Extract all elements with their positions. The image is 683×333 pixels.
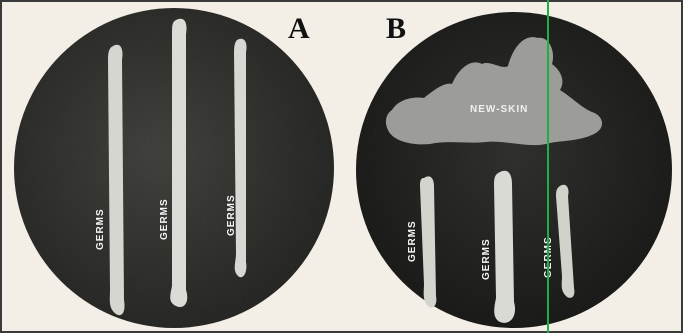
panel-letter-a: A (288, 12, 310, 45)
germs-label: GERMS (481, 238, 492, 280)
germ-streak (234, 39, 247, 277)
germs-label: GERMS (159, 198, 170, 240)
dish-a: GERMS GERMS GERMS (14, 8, 334, 328)
germs-label: GERMS (226, 194, 237, 236)
germ-streak (494, 171, 515, 323)
germ-streak (108, 45, 125, 315)
panel-letter-b: B (386, 12, 406, 45)
germ-streak (170, 19, 187, 307)
germs-label: GERMS (407, 220, 418, 262)
new-skin-label: NEW-SKIN (470, 104, 528, 115)
germs-label: GERMS (95, 208, 106, 250)
dish-b: NEW-SKIN GERMS GERMS GERMS (356, 12, 672, 328)
